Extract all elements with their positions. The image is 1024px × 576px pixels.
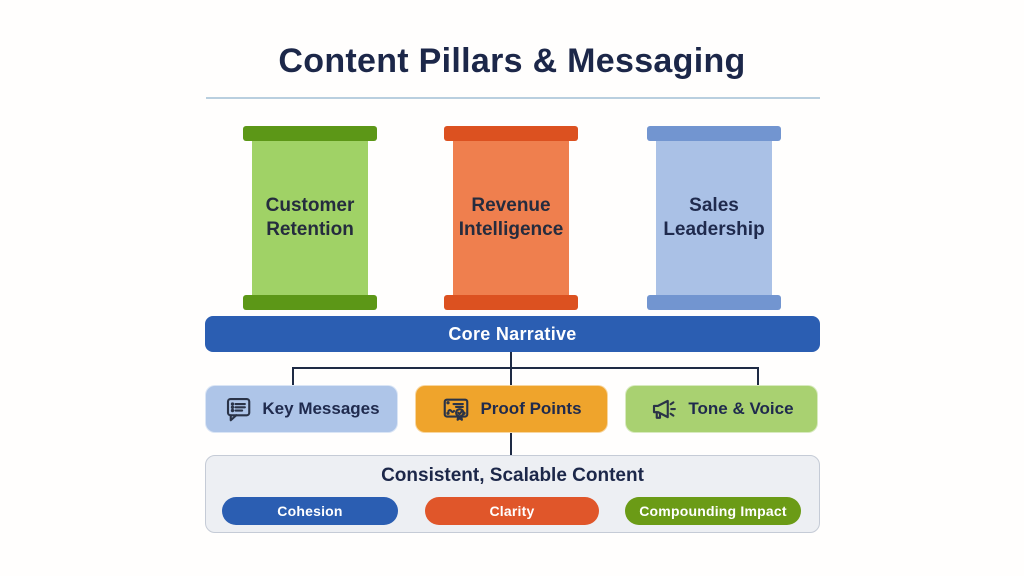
pillar-top-cap xyxy=(243,126,377,141)
core-narrative-label: Core Narrative xyxy=(448,323,577,344)
pillar-sales-leadership: Sales Leadership xyxy=(647,126,781,310)
pillar-bottom-cap xyxy=(647,295,781,310)
connector-horizontal xyxy=(292,367,759,369)
pillar-bottom-cap xyxy=(243,295,377,310)
outcome-panel: Consistent, Scalable Content Cohesion Cl… xyxy=(205,455,820,533)
box-tone-voice: Tone & Voice xyxy=(625,385,818,433)
pillar-revenue-intelligence: Revenue Intelligence xyxy=(444,126,578,310)
pillar-customer-retention: Customer Retention xyxy=(243,126,377,310)
megaphone-icon xyxy=(653,399,677,419)
pillar-top-cap xyxy=(444,126,578,141)
title-divider xyxy=(206,97,820,99)
pill-cohesion: Cohesion xyxy=(222,497,398,525)
certificate-icon xyxy=(444,398,469,421)
box-key-messages: Key Messages xyxy=(205,385,398,433)
box-label: Key Messages xyxy=(262,399,380,418)
outcome-title: Consistent, Scalable Content xyxy=(381,465,644,486)
page-title: Content Pillars & Messaging xyxy=(278,42,746,80)
pillar-bottom-cap xyxy=(444,295,578,310)
box-label: Tone & Voice xyxy=(688,399,794,418)
connector-left-vertical xyxy=(292,367,294,386)
pillar-label: Revenue Intelligence xyxy=(453,141,569,295)
pill-compounding-impact: Compounding Impact xyxy=(625,497,801,525)
chat-list-icon xyxy=(227,397,251,422)
pillar-label: Sales Leadership xyxy=(656,141,772,295)
core-narrative-bar: Core Narrative xyxy=(205,316,820,352)
connector-right-vertical xyxy=(757,367,759,386)
pill-clarity: Clarity xyxy=(425,497,599,525)
box-label: Proof Points xyxy=(480,399,582,418)
box-proof-points: Proof Points xyxy=(415,385,608,433)
pillar-top-cap xyxy=(647,126,781,141)
pillar-label: Customer Retention xyxy=(252,141,368,295)
